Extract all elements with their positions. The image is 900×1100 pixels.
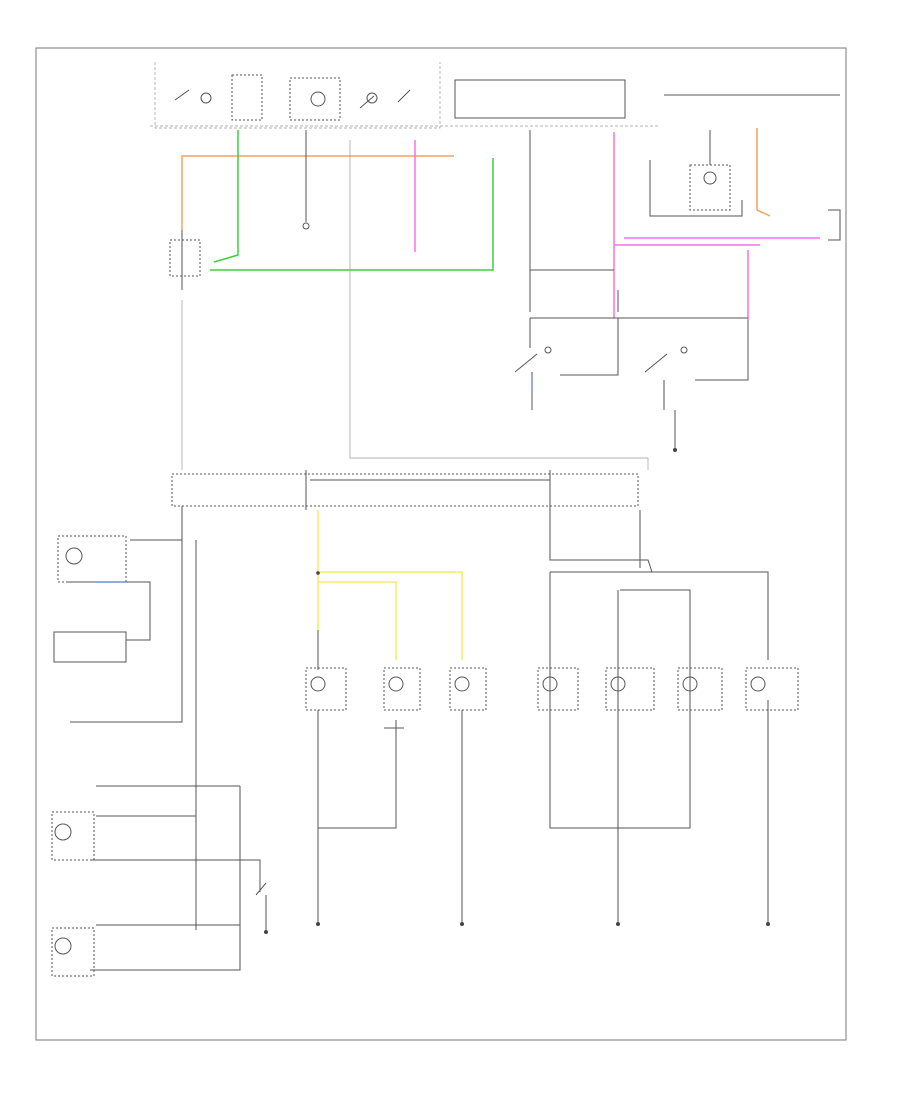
lamps-lower — [305, 630, 487, 926]
grey-wires-top — [169, 94, 841, 470]
left-column — [51, 506, 268, 977]
colored-wires-top — [181, 128, 820, 320]
lamps-right — [537, 506, 799, 926]
diagram-frame — [35, 47, 847, 1041]
yellow-bus — [316, 510, 463, 660]
connector-block — [171, 470, 639, 510]
top-fuse-block — [150, 62, 660, 129]
